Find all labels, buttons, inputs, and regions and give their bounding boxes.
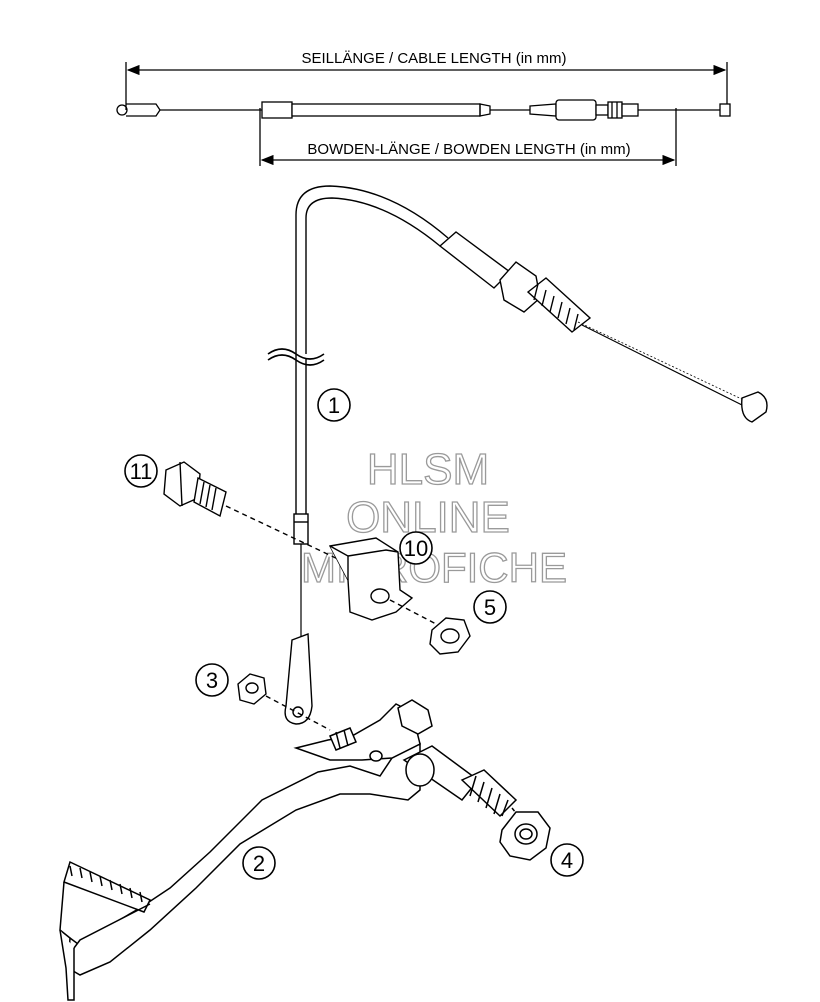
cable-threaded-adjuster: [526, 277, 592, 333]
cable-eye-end: [116, 104, 128, 116]
cable-eye-ferrule: [126, 103, 161, 117]
sheath-body: [291, 103, 481, 117]
cable-dimension-schematic: [116, 62, 731, 166]
callout-10: 10: [399, 531, 433, 565]
cable-nipple-end: [719, 103, 731, 117]
callout-4-label: 4: [561, 848, 573, 873]
pedal-shaft-thread: [460, 769, 518, 818]
brake-pedal-part-2: [59, 699, 521, 1001]
pedal-tread: [63, 860, 152, 913]
callout-4: 4: [550, 843, 584, 877]
washer-part-5: [429, 617, 471, 655]
bolt-assembly-line: [225, 505, 341, 561]
callout-1-label: 1: [328, 393, 340, 418]
cable-lower-ferrule: [293, 513, 309, 545]
callout-3-label: 3: [206, 668, 218, 693]
callout-1: 1: [317, 388, 351, 422]
sheath-end-left: [261, 101, 293, 119]
callout-2-label: 2: [253, 851, 265, 876]
callout-2: 2: [242, 846, 276, 880]
cable-length-label: SEILLÄNGE / CABLE LENGTH (in mm): [301, 50, 566, 67]
cable-adjuster-nut: [607, 101, 623, 119]
callout-11-label: 11: [130, 459, 153, 484]
watermark-line-2: ONLINE: [346, 493, 510, 542]
watermark: HLSM ONLINE MICROFICHE: [300, 444, 567, 591]
cable-end-nipple: [741, 391, 768, 423]
brake-cable: [267, 185, 768, 725]
bowden-length-label: BOWDEN-LÄNGE / BOWDEN LENGTH (in mm): [307, 141, 630, 158]
pedal-pivot-boss: [397, 699, 433, 735]
callouts: 1 11 10 5 3 2 4: [124, 388, 584, 880]
callout-10-label: 10: [404, 536, 428, 561]
cable-bracket-part-10: [328, 537, 441, 627]
watermark-line-1: HLSM: [367, 445, 489, 494]
nut-part-3: [237, 673, 331, 731]
cable-sheath-inner: [305, 197, 441, 520]
callout-5-label: 5: [484, 595, 496, 620]
bolt-thread: [193, 476, 227, 518]
bolt-part-11: [163, 461, 341, 561]
cable-clevis-link: [284, 633, 313, 725]
callout-3: 3: [195, 663, 229, 697]
bracket-hole: [370, 588, 390, 604]
callout-11: 11: [124, 454, 158, 488]
pedal-arm: [67, 742, 421, 976]
flange-nut-part-4: [499, 811, 551, 861]
cable-adjuster-sleeve: [555, 99, 597, 121]
bracket-body: [328, 537, 414, 621]
cable-sheath-outer: [295, 185, 449, 520]
callout-5: 5: [473, 590, 507, 624]
